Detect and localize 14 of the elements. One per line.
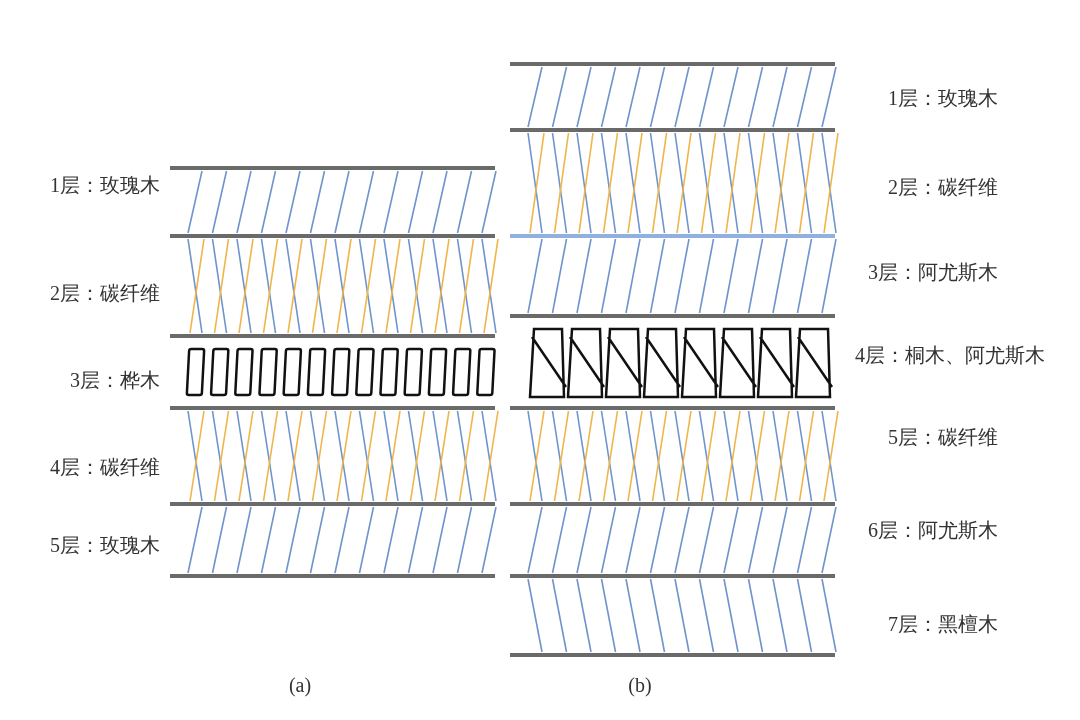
layer-label: 1层：玫瑰木 bbox=[888, 88, 998, 108]
layer-label: 5层：玫瑰木 bbox=[50, 535, 160, 555]
layer-label: 4层：桐木、阿尤斯木 bbox=[855, 345, 1045, 365]
layer-label: 3层：桦木 bbox=[70, 370, 160, 390]
layer-label: 2层：碳纤维 bbox=[888, 177, 998, 197]
panel-caption: (a) bbox=[288, 675, 312, 695]
layer-label: 6层：阿尤斯木 bbox=[868, 520, 998, 540]
layer-label: 3层：阿尤斯木 bbox=[868, 262, 998, 282]
layer-label: 5层：碳纤维 bbox=[888, 427, 998, 447]
layer-label: 4层：碳纤维 bbox=[50, 457, 160, 477]
layer-label: 7层：黑檀木 bbox=[888, 614, 998, 634]
panel-caption: (b) bbox=[628, 675, 652, 695]
layer-label: 1层：玫瑰木 bbox=[50, 175, 160, 195]
layer-label: 2层：碳纤维 bbox=[50, 283, 160, 303]
